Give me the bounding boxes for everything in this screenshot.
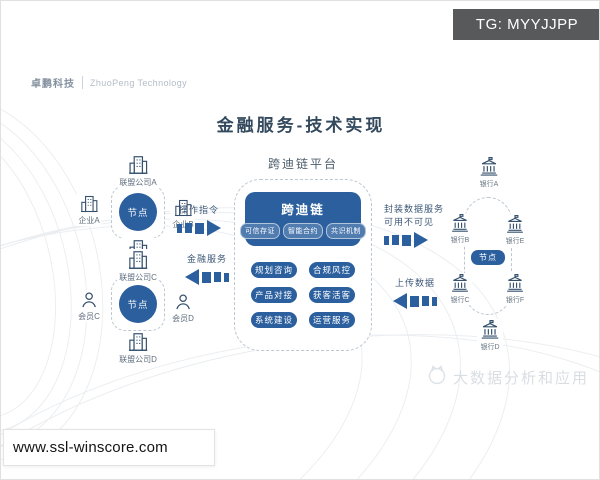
arrow-left-icon xyxy=(185,269,229,286)
service-pill: 运营服务 xyxy=(309,312,355,328)
platform-services: 规划咨询 合规风控 产品对接 获客活客 系统建设 运营服务 xyxy=(251,262,355,328)
url-text: www.ssl-winscore.com xyxy=(13,439,168,456)
person-icon xyxy=(79,290,99,310)
entity-member-d: 会员D xyxy=(170,292,196,324)
tg-badge-text: TG: MYYJJPP xyxy=(475,16,579,33)
bank-cluster-dashed-ring xyxy=(464,197,512,315)
bank-icon xyxy=(450,213,471,234)
entity-label: 企业A xyxy=(78,216,100,225)
entity-label: 会员C xyxy=(78,312,100,321)
entity-alliance-company-c: 联盟公司C xyxy=(117,249,159,283)
alliance-top-node-box: 节点 xyxy=(111,185,165,239)
entity-label: 联盟公司C xyxy=(119,273,157,282)
watermark-text: 大数据分析和应用 xyxy=(453,370,590,387)
service-pill: 获客活客 xyxy=(309,287,355,303)
person-icon xyxy=(173,292,193,312)
service-pill: 合规风控 xyxy=(309,262,355,278)
entity-label: 企业B xyxy=(172,220,194,229)
bank-icon xyxy=(505,273,526,294)
building-icon xyxy=(127,331,149,353)
arrow-right-icon xyxy=(177,220,221,237)
bank-node-badge: 节点 xyxy=(471,250,505,265)
entity-bank-a: 银行A xyxy=(476,156,502,189)
entity-member-c: 会员C xyxy=(76,290,102,322)
entity-label: 银行A xyxy=(479,181,499,188)
entity-alliance-company-d: 联盟公司D xyxy=(117,331,159,365)
brand-logo: 卓鹏科技 ZhuoPeng Technology xyxy=(31,75,187,90)
entity-label: 银行C xyxy=(450,297,470,304)
arrow-right-icon xyxy=(384,232,428,249)
service-pill: 产品对接 xyxy=(251,287,297,303)
brand-name-cn: 卓鹏科技 xyxy=(31,79,75,90)
bank-icon xyxy=(505,214,526,235)
entity-alliance-company-a: 联盟公司A xyxy=(117,154,159,188)
cat-logo-icon xyxy=(425,363,449,392)
building-icon xyxy=(127,249,149,271)
bank-icon xyxy=(479,319,501,341)
watermark: 大数据分析和应用 xyxy=(425,363,589,392)
page-title: 金融服务-技术实现 xyxy=(216,116,386,135)
url-bar: www.ssl-winscore.com xyxy=(3,429,215,466)
flow-label: 金融服务 xyxy=(186,254,227,264)
flow-label: 封装数据服务 可用不可见 xyxy=(384,203,444,229)
feature-pill: 可信存证 xyxy=(240,223,280,239)
entity-bank-mid-right: 银行E xyxy=(502,214,528,246)
flow-label: 操作指令 xyxy=(178,205,219,215)
entity-label: 银行B xyxy=(450,237,470,244)
entity-bank-bottom: 银行D xyxy=(477,319,503,352)
entity-label: 联盟公司D xyxy=(119,355,157,364)
chain-core-title: 跨迪链 xyxy=(281,203,325,217)
building-icon xyxy=(127,154,149,176)
entity-label: 银行F xyxy=(505,297,525,304)
entity-label: 银行D xyxy=(480,344,500,351)
tg-badge: TG: MYYJJPP xyxy=(453,9,599,40)
alliance-bottom-node-box: 节点 xyxy=(111,277,165,331)
flow-label-line1: 封装数据服务 xyxy=(384,204,445,214)
entity-bank-mid-left: 银行B xyxy=(447,213,473,245)
entity-enterprise-b: 企业B xyxy=(170,198,196,230)
entity-label: 会员D xyxy=(172,314,194,323)
service-pill: 系统建设 xyxy=(251,312,297,328)
bank-icon xyxy=(478,156,500,178)
building-icon xyxy=(173,198,193,218)
flow-label-line2: 可用不可见 xyxy=(384,217,435,228)
service-pill: 规划咨询 xyxy=(251,262,297,278)
feature-pill: 智能合约 xyxy=(283,223,323,239)
flow-operate-instructions: 操作指令 xyxy=(177,204,221,237)
entity-bank-low-left: 银行C xyxy=(447,273,473,305)
chain-core-box: 跨迪链 可信存证 智能合约 共识机制 xyxy=(240,192,366,246)
chain-core-features: 可信存证 智能合约 共识机制 xyxy=(240,223,366,239)
entity-label: 联盟公司A xyxy=(119,178,157,187)
brand-divider xyxy=(82,76,83,89)
entity-enterprise-a: 企业A xyxy=(76,194,102,226)
arrow-left-icon xyxy=(393,293,437,310)
brand-name-en: ZhuoPeng Technology xyxy=(90,77,188,88)
flow-financial-services: 金融服务 xyxy=(185,253,229,286)
bank-icon xyxy=(450,273,471,294)
flow-upload-data: 上传数据 xyxy=(393,277,437,310)
flow-label: 上传数据 xyxy=(394,278,435,288)
feature-pill: 共识机制 xyxy=(326,223,366,239)
entity-label: 银行E xyxy=(505,238,525,245)
flow-encapsulated-data-service: 封装数据服务 可用不可见 xyxy=(384,203,444,249)
building-icon xyxy=(79,194,99,214)
platform-title: 跨迪链平台 xyxy=(267,157,339,171)
entity-bank-low-right: 银行F xyxy=(502,273,528,305)
node-badge: 节点 xyxy=(119,193,157,231)
node-badge: 节点 xyxy=(119,285,157,323)
